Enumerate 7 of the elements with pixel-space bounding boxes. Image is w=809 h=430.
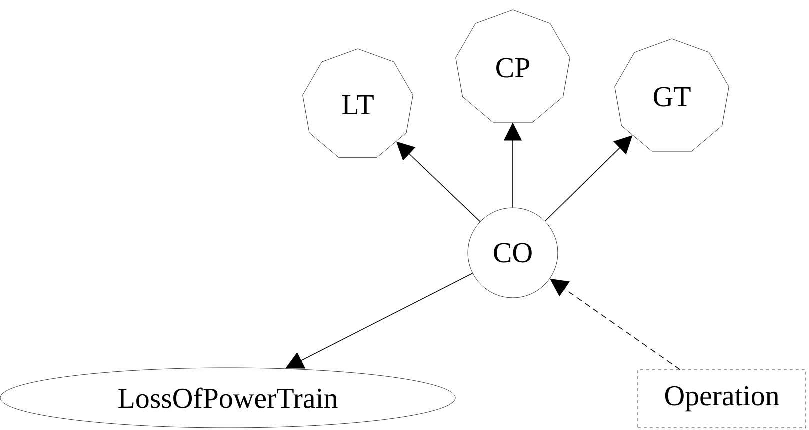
arrow — [544, 136, 633, 222]
nonagon-node: CP — [456, 10, 570, 123]
nonagon-node: LT — [302, 48, 414, 158]
dashed-box-node: Operation — [638, 370, 806, 428]
circle-node: CO — [468, 208, 558, 298]
nonagon-node: GT — [614, 38, 730, 152]
ellipse-node: LossOfPowerTrain — [0, 368, 456, 428]
